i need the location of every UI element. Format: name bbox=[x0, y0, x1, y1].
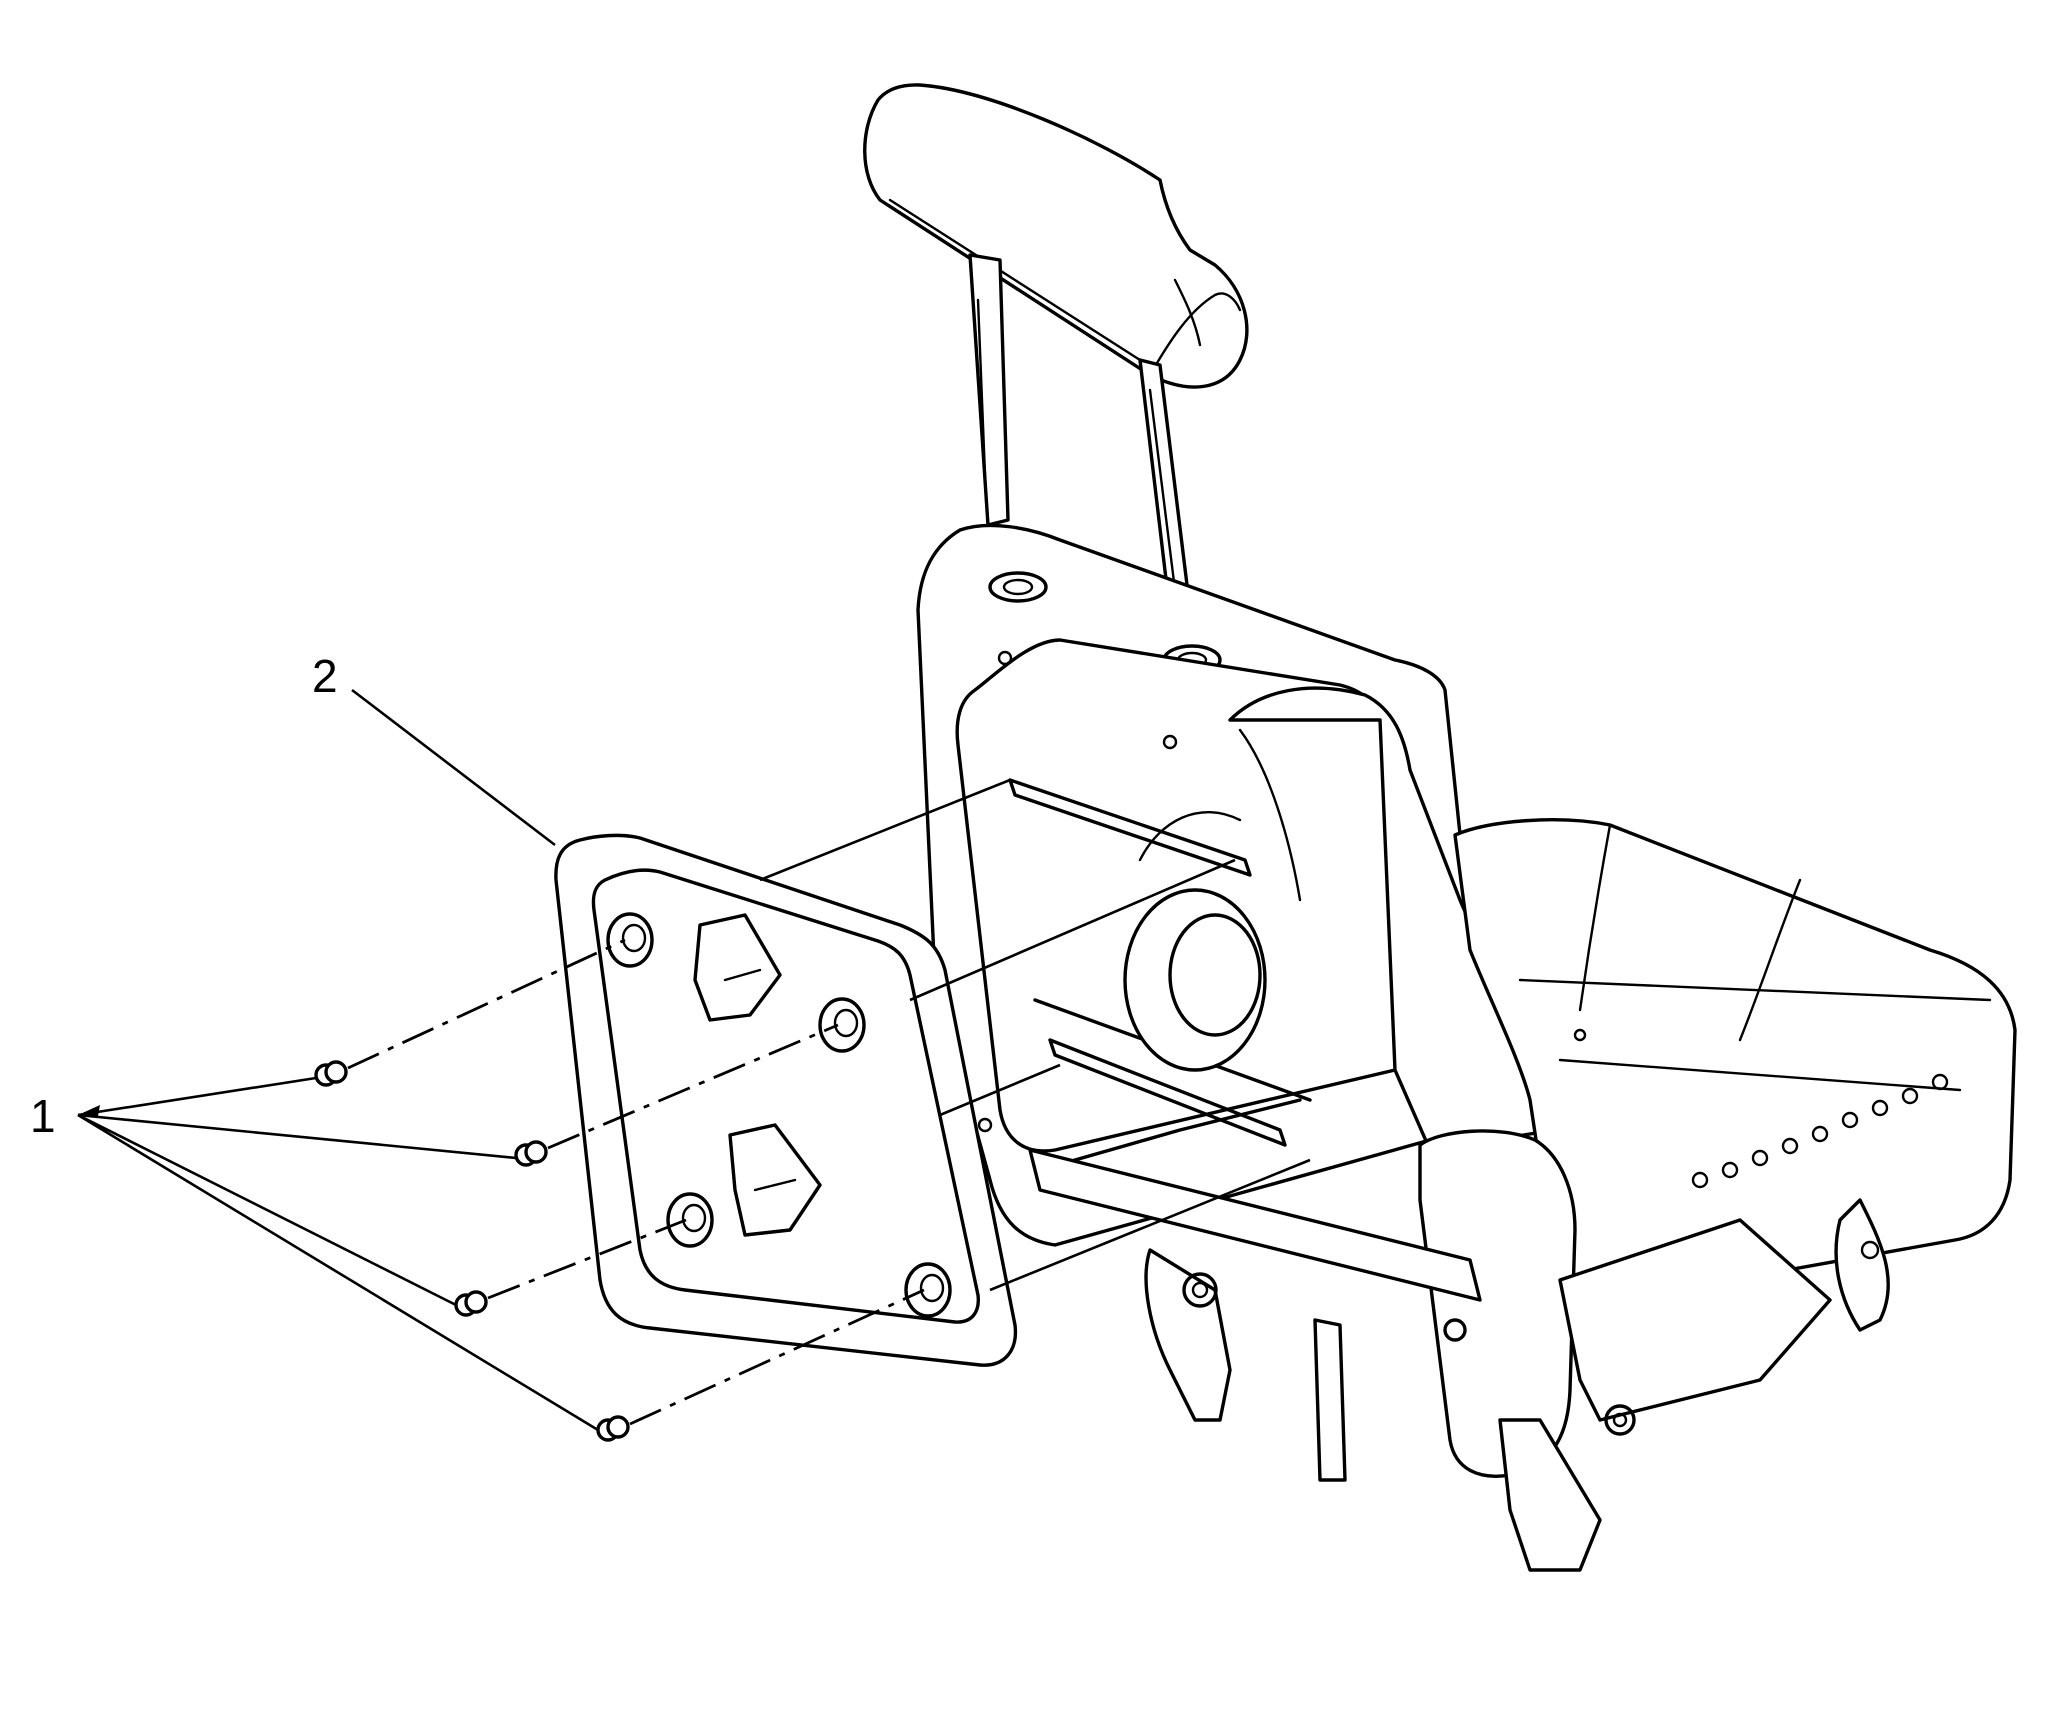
callout-label-2: 2 bbox=[312, 650, 338, 702]
alignment-lines bbox=[759, 778, 1311, 1292]
seat-back-rear-panel bbox=[554, 833, 1018, 1367]
fastener-4 bbox=[596, 1415, 630, 1442]
installation-lines bbox=[347, 938, 925, 1426]
callout-leaders bbox=[77, 688, 599, 1432]
headrest bbox=[863, 83, 1249, 389]
fastener-1 bbox=[314, 1060, 348, 1087]
fastener-3 bbox=[454, 1290, 488, 1317]
seat-cushion bbox=[1453, 818, 2017, 1303]
headrest-posts bbox=[968, 253, 1197, 657]
fasteners bbox=[314, 1060, 630, 1442]
fastener-2 bbox=[514, 1140, 548, 1167]
seat-track-mechanism bbox=[1028, 1073, 1949, 1572]
recliner-side-cover bbox=[1418, 1129, 1577, 1478]
callout-label-1: 1 bbox=[30, 1090, 56, 1142]
